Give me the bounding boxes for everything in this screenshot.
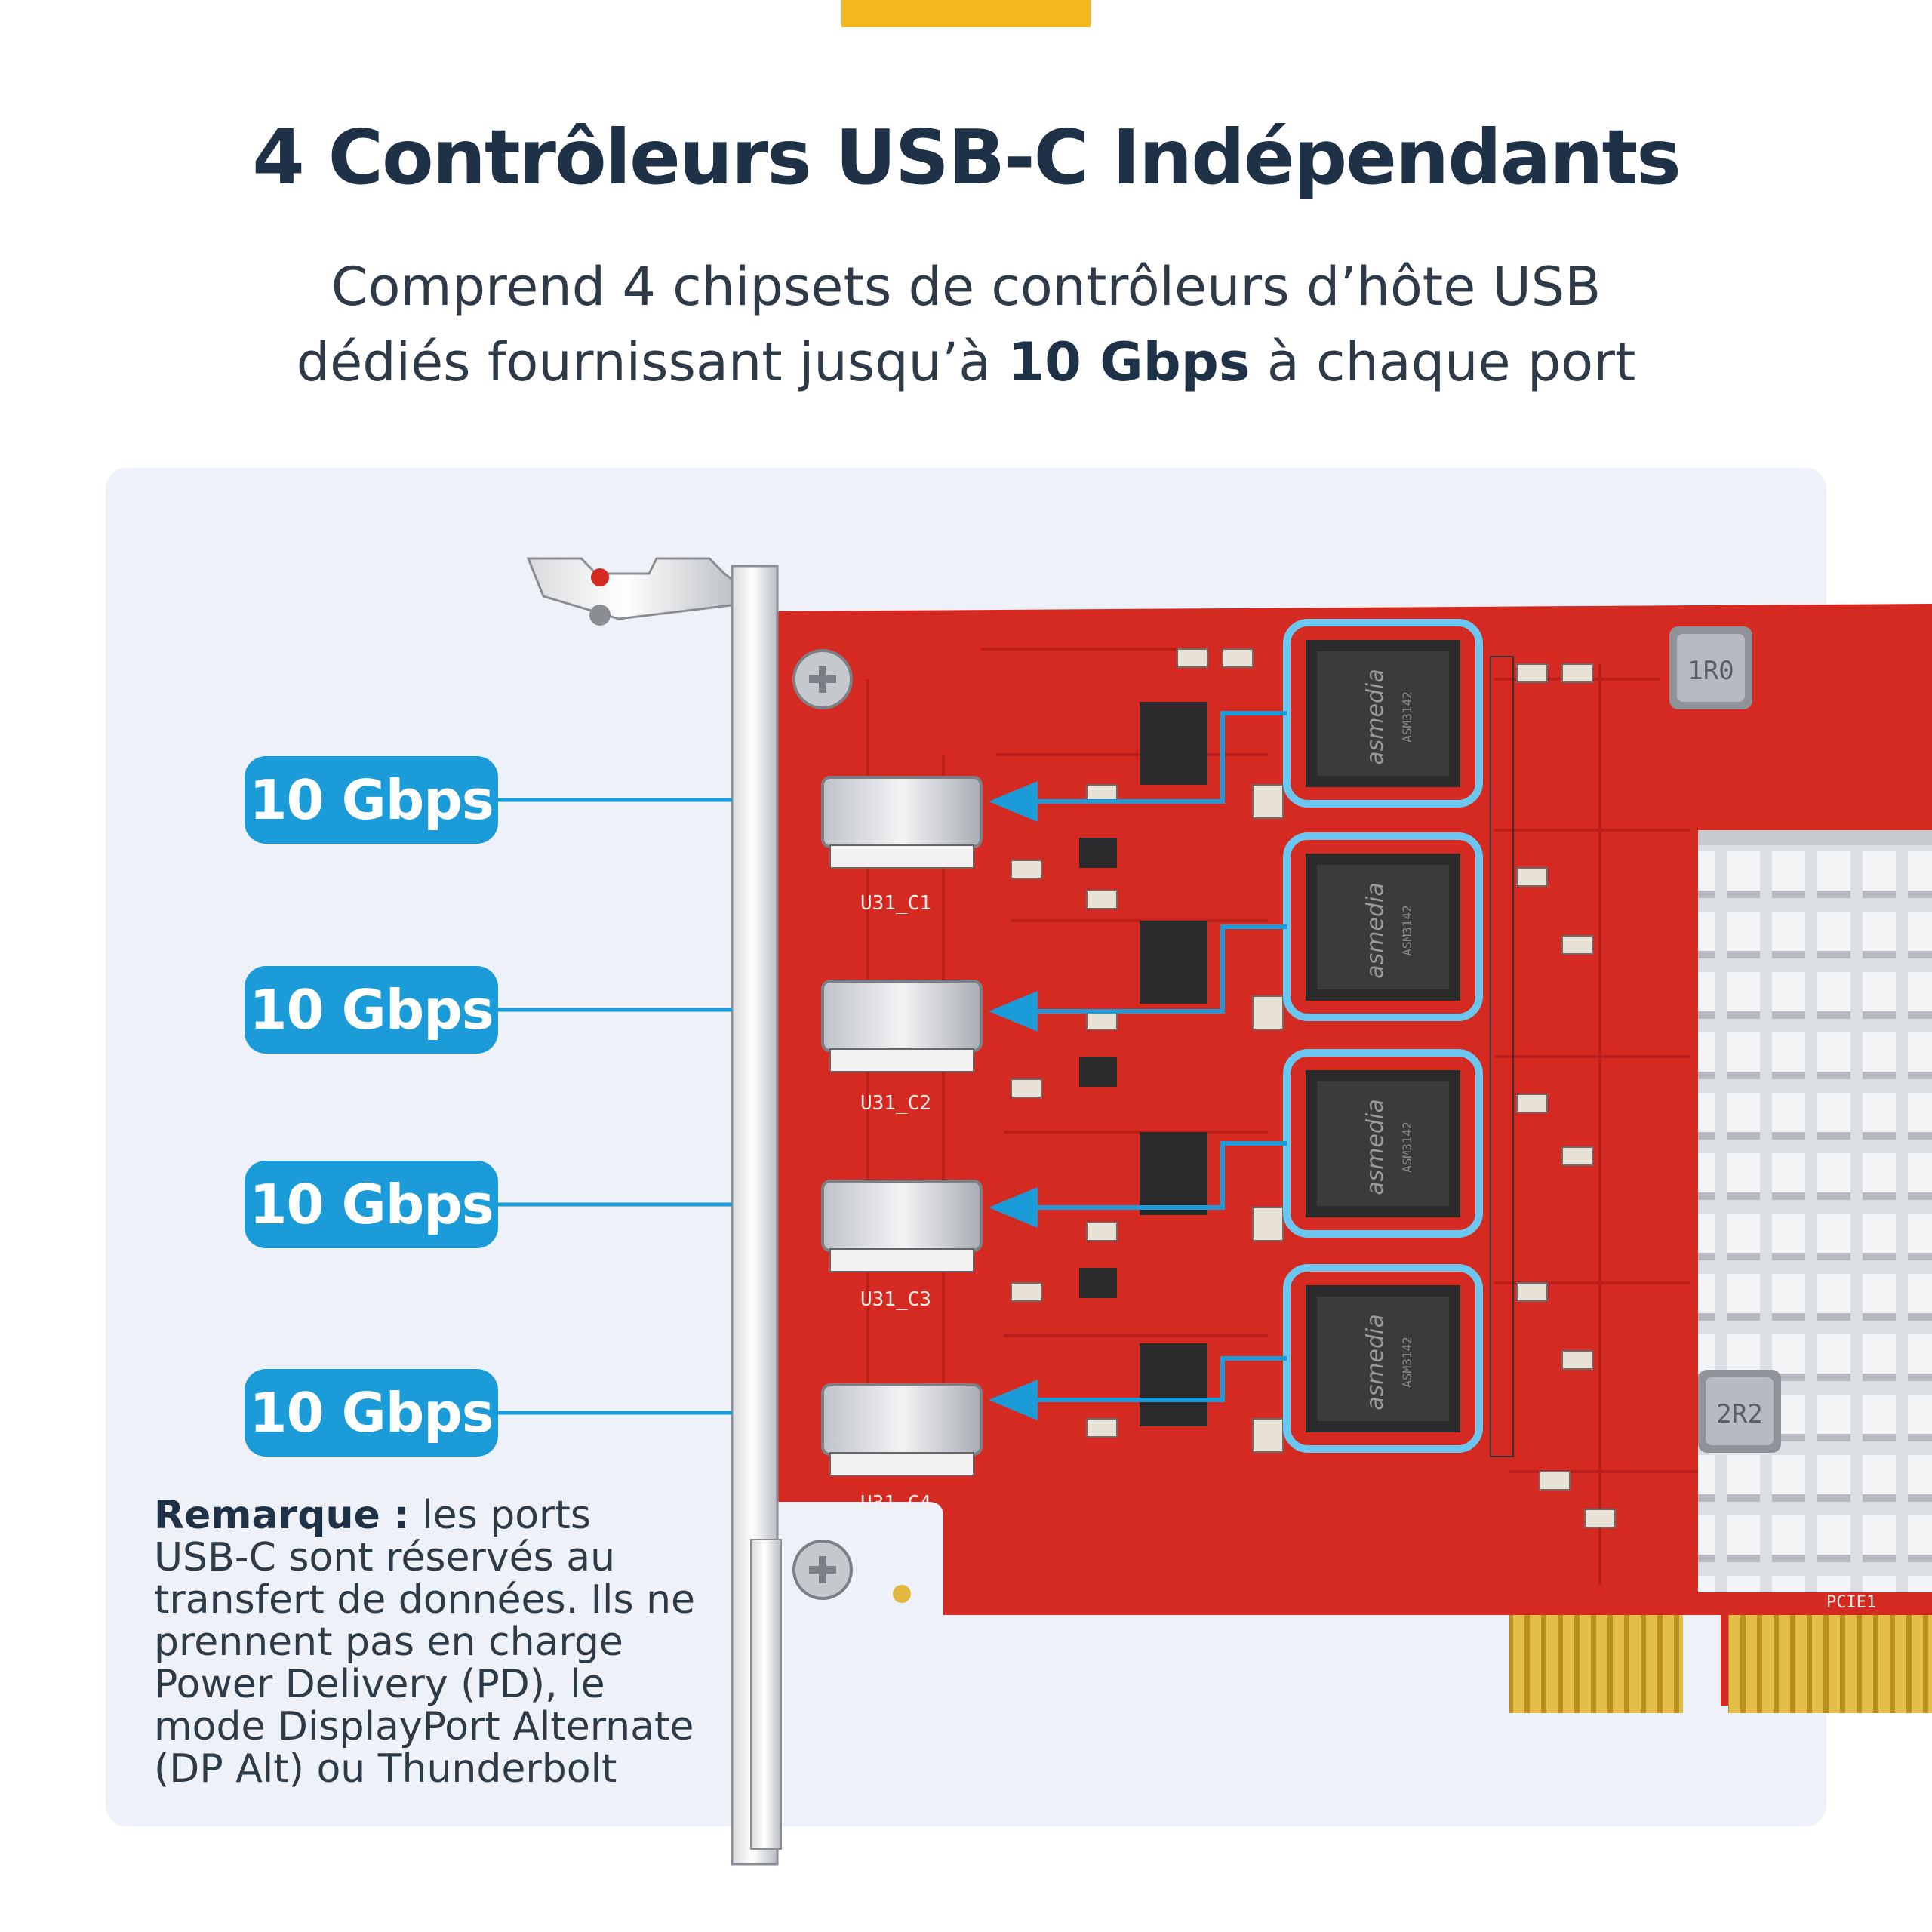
arrow-port-4 xyxy=(989,1380,1038,1420)
arrow-port-2 xyxy=(989,991,1038,1032)
speed-badge-port-2: 10 Gbps xyxy=(245,966,498,1054)
chip-brand-3: asmedia xyxy=(1362,1099,1389,1195)
arrow-port-1 xyxy=(989,781,1038,822)
usb-c-port-3 xyxy=(821,1180,983,1272)
link-chip-1 xyxy=(1034,711,1287,804)
heatsink xyxy=(1698,830,1932,1592)
speed-badge-port-1: 10 Gbps xyxy=(245,756,498,844)
smd-components xyxy=(1079,702,1208,1426)
usb-c-port-2 xyxy=(821,980,983,1072)
pcie-label: PCIE1 xyxy=(1826,1593,1876,1612)
subtitle-speed-highlight: 10 Gbps xyxy=(1008,331,1251,393)
note-text: les ports USB-C sont réservés au transfe… xyxy=(154,1493,696,1792)
pcie-gold-fingers-left xyxy=(1509,1615,1683,1713)
chip-brand-1: asmedia xyxy=(1362,669,1389,764)
port-label-3: U31_C3 xyxy=(860,1288,931,1311)
link-chip-3 xyxy=(1034,1141,1287,1210)
pcie-gold-fingers-right xyxy=(1728,1615,1932,1713)
chip-brand-2: asmedia xyxy=(1362,882,1389,978)
inductor-bottom: 2R2 xyxy=(1698,1370,1781,1453)
inductor-bottom-label: 2R2 xyxy=(1716,1399,1762,1429)
mounting-bracket xyxy=(526,557,911,1866)
accent-bar xyxy=(841,0,1091,27)
chip-model-1: ASM3142 xyxy=(1400,691,1414,742)
inductor-top: 1R0 xyxy=(1669,626,1752,709)
usb-c-port-1 xyxy=(821,776,983,869)
controller-chip-4: asmedia ASM3142 xyxy=(1283,1264,1483,1453)
speed-badge-port-3: 10 Gbps xyxy=(245,1161,498,1248)
subtitle-line-1: Comprend 4 chipsets de contrôleurs d’hôt… xyxy=(331,256,1601,318)
link-chip-4 xyxy=(1034,1356,1287,1402)
link-chip-2 xyxy=(1034,924,1287,1014)
controller-chip-2: asmedia ASM3142 xyxy=(1283,832,1483,1021)
link-arrowheads xyxy=(989,781,1038,1420)
chip-model-2: ASM3142 xyxy=(1400,905,1414,955)
passive-components xyxy=(1011,648,1616,1528)
page-title: 4 Contrôleurs USB-C Indépendants xyxy=(252,113,1681,202)
usb-c-port-4 xyxy=(821,1383,983,1476)
chip-model-3: ASM3142 xyxy=(1400,1121,1414,1172)
port-label-2: U31_C2 xyxy=(860,1092,931,1115)
arrow-port-3 xyxy=(989,1187,1038,1228)
subtitle-text-end: à chaque port xyxy=(1250,331,1636,393)
note-heading: Remarque : xyxy=(154,1493,410,1538)
controller-chip-1: asmedia ASM3142 xyxy=(1283,619,1483,808)
resistor-array xyxy=(1490,656,1514,1457)
subtitle-text: dédiés fournissant jusqu’à xyxy=(296,331,1008,393)
subtitle-line-2: dédiés fournissant jusqu’à 10 Gbps à cha… xyxy=(0,325,1932,400)
port-label-1: U31_C1 xyxy=(860,892,931,915)
chip-brand-4: asmedia xyxy=(1362,1314,1389,1410)
page-subtitle: Comprend 4 chipsets de contrôleurs d’hôt… xyxy=(0,249,1932,400)
controller-chip-3: asmedia ASM3142 xyxy=(1283,1049,1483,1238)
controller-links xyxy=(1034,711,1287,1402)
badge-leader-lines xyxy=(498,798,732,1415)
speed-badge-port-4: 10 Gbps xyxy=(245,1369,498,1457)
compatibility-note: Remarque : les ports USB-C sont réservés… xyxy=(154,1494,697,1790)
port-label-4: U31_C4 xyxy=(860,1492,931,1515)
inductor-top-label: 1R0 xyxy=(1687,656,1734,686)
chip-model-4: ASM3142 xyxy=(1400,1337,1414,1387)
